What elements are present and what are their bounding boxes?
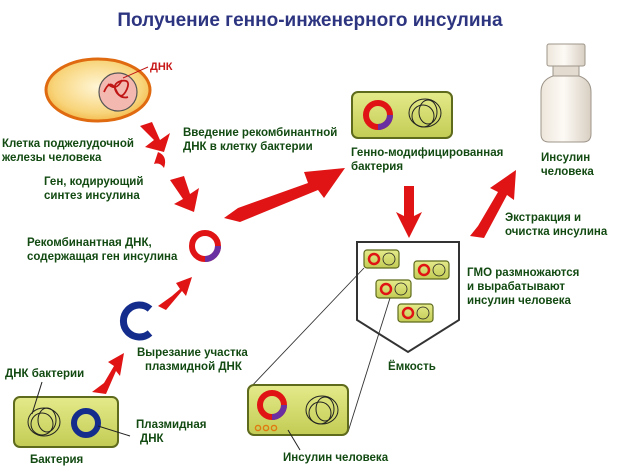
fermenter-tank-icon	[356, 241, 460, 354]
insulin-producing-bacterium-icon	[247, 384, 349, 436]
gmo-bacterium-label-line1: Генно-модифицированная	[351, 147, 503, 159]
zoom-line	[247, 267, 365, 391]
gmo-multiply-label-line3: инсулин человека	[467, 295, 571, 307]
red-arrow-icon	[92, 353, 124, 394]
red-arrow-icon	[158, 277, 192, 310]
insulin-vial-label-line1: Инсулин	[541, 152, 590, 164]
extraction-label-line2: очистка инсулина	[505, 226, 608, 238]
red-arrow-icon	[140, 122, 170, 152]
recombinant-dna-label-line2: содержащая ген инсулина	[27, 251, 178, 263]
cutting-label-line1: Вырезание участка	[137, 347, 248, 359]
recombinant-plasmid-icon	[189, 230, 221, 262]
insulin-vial-label-line2: человека	[541, 166, 594, 178]
gmo-bacterium-icon	[351, 91, 453, 139]
introduction-label-line2: ДНК в клетку бактерии	[183, 141, 313, 153]
recombinant-dna-label-line1: Рекомбинантная ДНК,	[27, 237, 152, 249]
introduction-label-line1: Введение рекомбинантной	[183, 127, 337, 139]
insulin-pointer	[287, 429, 301, 451]
dna-pointer-line	[122, 66, 149, 79]
plasmid-icon	[71, 408, 101, 438]
extraction-label-line1: Экстракция и	[505, 212, 581, 224]
bacterium-label: Бактерия	[30, 454, 83, 466]
pancreas-cell-icon	[44, 57, 152, 123]
bacterial-dna-pointer	[31, 381, 43, 415]
dna-label: ДНК	[150, 61, 173, 73]
cut-plasmid-icon	[119, 301, 153, 341]
red-arrow-icon	[470, 170, 516, 238]
red-arrow-icon	[396, 186, 422, 238]
insulin-vial-icon	[540, 43, 592, 143]
plasmid-label-line2: ДНК	[140, 433, 164, 445]
pancreas-cell-label-line2: железы человека	[1, 152, 102, 164]
bacterial-dna-label: ДНК бактерии	[5, 368, 84, 380]
gene-label-line2: синтез инсулина	[44, 190, 140, 202]
zoom-line	[347, 297, 391, 433]
pancreas-cell-label-line1: Клетка поджелудочной	[2, 138, 134, 150]
red-arrow-icon	[224, 168, 345, 222]
gene-label-line1: Ген, кодирующий	[44, 176, 143, 188]
red-arrow-icon	[170, 176, 199, 212]
gmo-multiply-label-line1: ГМО размножаются	[467, 267, 579, 279]
gmo-bacterium-label-line2: бактерия	[351, 161, 403, 173]
human-insulin-label: Инсулин человека	[283, 452, 389, 464]
cutting-label-line2: плазмидной ДНК	[145, 361, 243, 373]
gmo-multiply-label-line2: и вырабатывают	[467, 281, 565, 293]
page-title: Получение генно-инженерного инсулина	[117, 10, 503, 31]
tank-label: Ёмкость	[388, 360, 436, 373]
plasmid-label-line1: Плазмидная	[136, 419, 206, 431]
plasmid-pointer	[97, 425, 131, 437]
bacterium-icon	[13, 396, 119, 448]
gene-fragment-icon	[154, 152, 166, 168]
